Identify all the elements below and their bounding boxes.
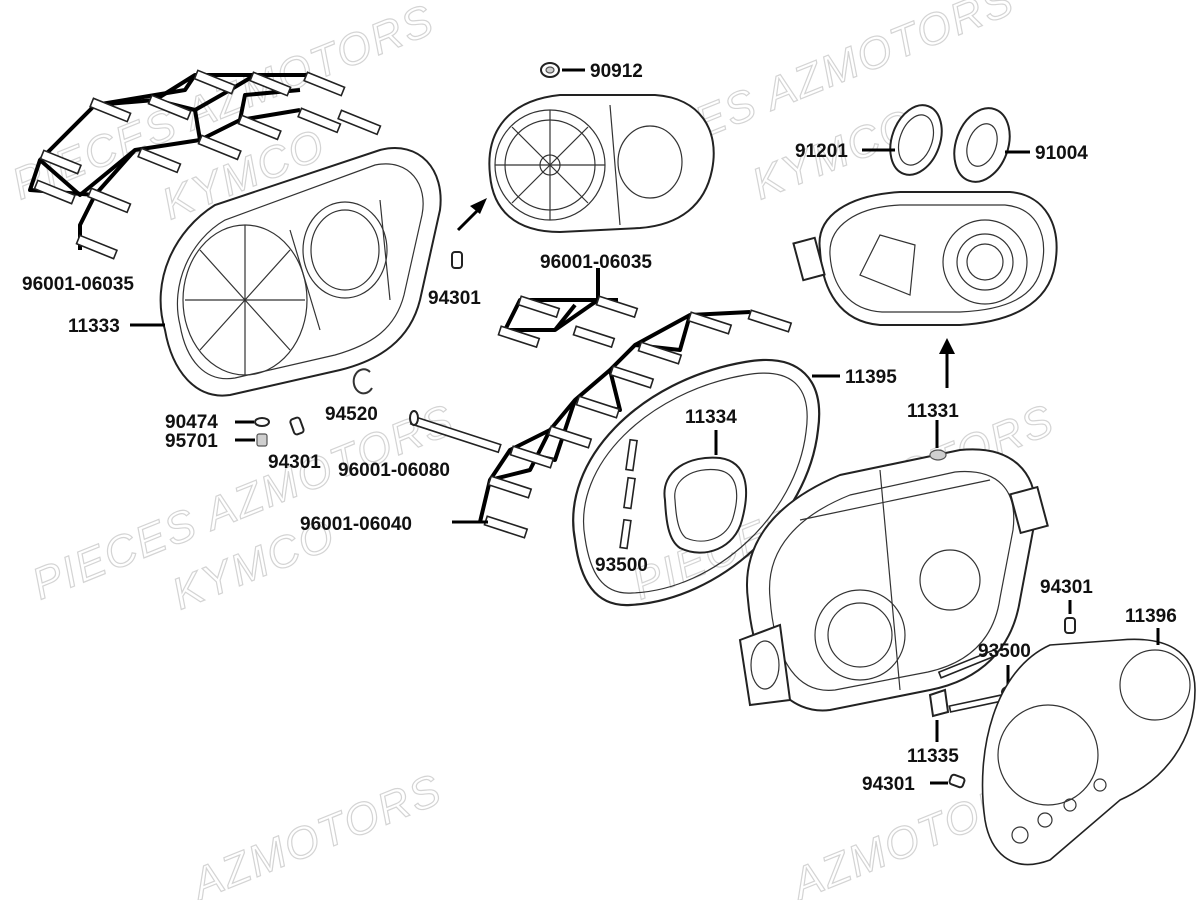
washer-90474-icon — [254, 417, 270, 427]
oil-seal-91201-icon — [889, 104, 943, 176]
dowel-pin-icon — [451, 251, 463, 269]
watermark-text: AZMOTORS — [183, 765, 449, 900]
part-label-11331: 11331 — [907, 401, 959, 422]
seal-90912-icon — [540, 62, 560, 78]
circlip-94520-icon — [352, 368, 373, 395]
part-label-96001-06035: 96001-06035 — [22, 274, 134, 295]
part-label-94520: 94520 — [325, 404, 378, 425]
inner-case-top-right — [792, 191, 1058, 326]
bearing-91004-icon — [953, 107, 1011, 183]
part-label-94301: 94301 — [862, 774, 915, 795]
part-label-96001-06035: 96001-06035 — [540, 252, 652, 273]
bolt-group-96001-06035-left — [28, 69, 382, 260]
screw-95701-icon — [256, 433, 268, 447]
dowel-pin-icon — [948, 773, 966, 789]
bolt-group-96001-06035-center — [497, 268, 639, 349]
part-label-11335: 11335 — [907, 746, 959, 767]
dowel-pin-icon — [1064, 617, 1076, 634]
crankcase-11331 — [738, 448, 1049, 712]
bolt-icon — [483, 309, 793, 539]
part-label-94301: 94301 — [268, 452, 321, 473]
part-label-11395: 11395 — [845, 367, 897, 388]
stud-icon — [928, 648, 1015, 718]
part-label-96001-06080: 96001-06080 — [338, 460, 450, 481]
gasket-11395 — [572, 358, 821, 607]
long-bolt-icon — [409, 410, 502, 454]
part-label-90912: 90912 — [590, 61, 643, 82]
dowel-pin-icon — [289, 416, 305, 436]
stud-icon — [619, 438, 638, 550]
bolt-icon — [33, 69, 382, 260]
part-label-94301: 94301 — [428, 288, 481, 309]
part-label-91201: 91201 — [795, 141, 848, 162]
part-label-91004: 91004 — [1035, 143, 1088, 164]
part-label-11333: 11333 — [68, 316, 120, 337]
part-label-93500: 93500 — [595, 555, 648, 576]
bolt-icon — [497, 295, 639, 349]
part-label-94301: 94301 — [1040, 577, 1093, 598]
plate-11334 — [663, 456, 748, 554]
part-label-11396: 11396 — [1125, 606, 1177, 627]
bolt-group-96001-06040 — [478, 309, 793, 539]
gasket-11396 — [981, 638, 1196, 866]
part-label-95701: 95701 — [165, 431, 218, 452]
outer-cover-11333 — [159, 147, 442, 397]
part-label-93500: 93500 — [978, 641, 1031, 662]
arrow-icon — [456, 198, 487, 232]
arrow-icon — [939, 338, 955, 388]
part-label-90474: 90474 — [165, 412, 218, 433]
part-label-11334: 11334 — [685, 407, 737, 428]
inner-cover-top — [488, 94, 715, 234]
part-label-96001-06040: 96001-06040 — [300, 514, 412, 535]
